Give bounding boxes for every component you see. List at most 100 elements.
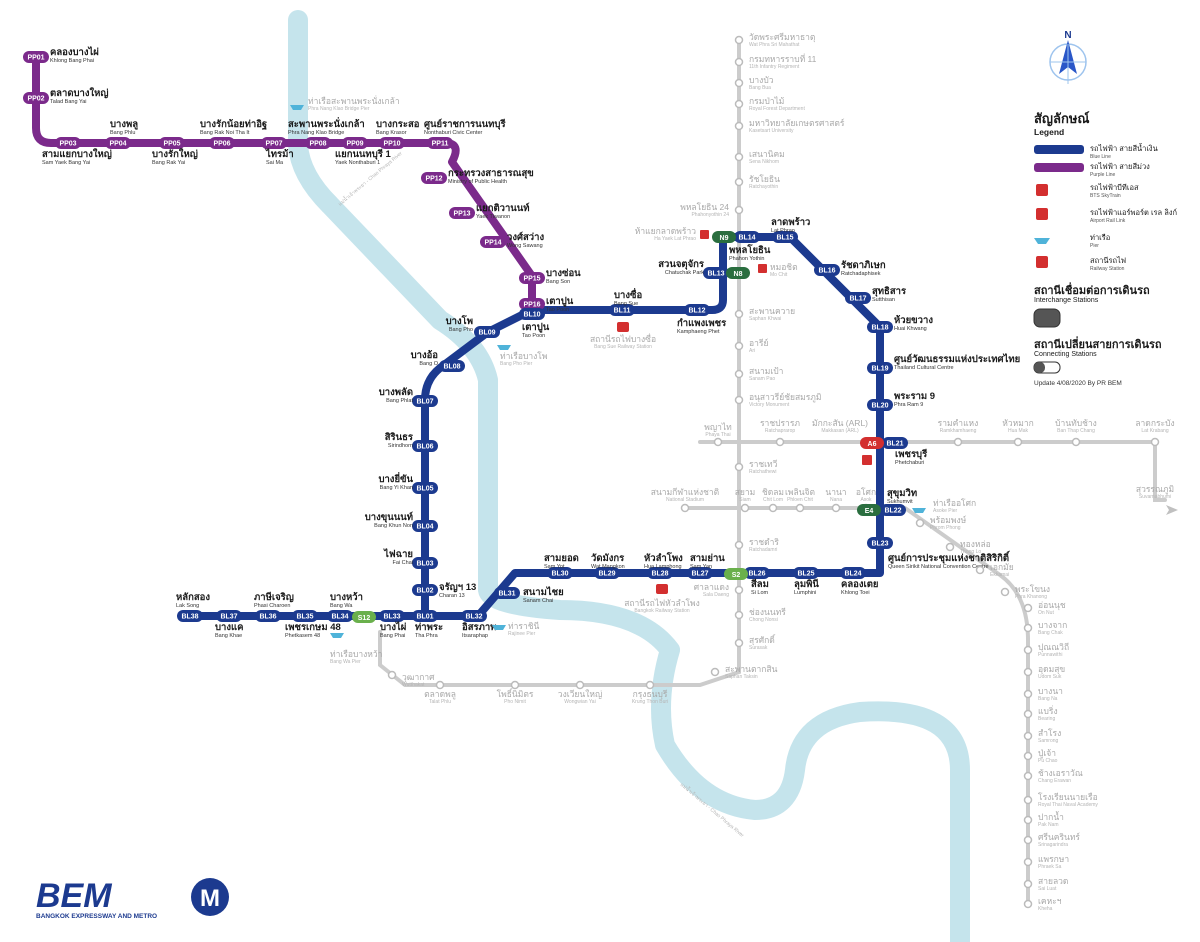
station-marker[interactable] xyxy=(159,137,185,149)
station-marker[interactable] xyxy=(845,292,871,304)
station-marker[interactable] xyxy=(105,137,131,149)
station-dot[interactable] xyxy=(734,205,744,215)
station-marker[interactable] xyxy=(867,537,893,549)
station-dot[interactable] xyxy=(975,565,985,575)
station-dot[interactable] xyxy=(1023,731,1033,741)
station-dot[interactable] xyxy=(1023,689,1033,699)
station-marker[interactable] xyxy=(412,440,438,452)
station-dot[interactable] xyxy=(945,542,955,552)
station-dot[interactable] xyxy=(1023,623,1033,633)
station-marker[interactable] xyxy=(412,610,438,622)
station-marker[interactable] xyxy=(412,482,438,494)
station-dot[interactable] xyxy=(734,638,744,648)
station-marker[interactable] xyxy=(305,137,331,149)
station-dot[interactable] xyxy=(1023,709,1033,719)
station-marker[interactable] xyxy=(609,304,635,316)
station-marker[interactable] xyxy=(412,520,438,532)
bts-sukhumvit-station[interactable]: อารีย์Ari xyxy=(734,338,769,354)
station-marker[interactable] xyxy=(519,298,545,310)
station-marker[interactable] xyxy=(449,207,475,219)
station-dot[interactable] xyxy=(953,437,963,447)
bts-sukhumvit-station[interactable]: ศรีนครินทร์Srinagarindra xyxy=(1023,832,1081,848)
station-marker[interactable] xyxy=(772,231,798,243)
station-marker[interactable] xyxy=(427,137,453,149)
station-dot[interactable] xyxy=(831,503,841,513)
station-marker[interactable] xyxy=(216,610,242,622)
station-marker[interactable] xyxy=(379,610,405,622)
bts-sukhumvit-station[interactable]: พร้อมพงษ์Phrom Phong xyxy=(915,515,967,531)
station-dot[interactable] xyxy=(1023,751,1033,761)
station-dot[interactable] xyxy=(713,437,723,447)
station-marker[interactable] xyxy=(327,610,353,622)
station-dot[interactable] xyxy=(734,177,744,187)
station-dot[interactable] xyxy=(734,78,744,88)
bts-sukhumvit-station[interactable]: อ่อนนุชOn Nut xyxy=(1023,600,1066,616)
station-marker[interactable] xyxy=(412,395,438,407)
station-marker[interactable] xyxy=(412,584,438,596)
station-marker[interactable] xyxy=(647,567,673,579)
blue-station-bl23[interactable]: BL23ศูนย์การประชุมแห่งชาติสิริกิติ์Queen… xyxy=(867,537,1011,570)
station-dot[interactable] xyxy=(710,667,720,677)
station-dot[interactable] xyxy=(1150,437,1160,447)
station-dot[interactable] xyxy=(1023,771,1033,781)
station-dot[interactable] xyxy=(734,152,744,162)
station-dot[interactable] xyxy=(1023,835,1033,845)
station-marker[interactable] xyxy=(793,567,819,579)
station-marker[interactable] xyxy=(23,51,49,63)
bts-silom-station[interactable]: วงเวียนใหญ่Wongwian Yai xyxy=(558,680,602,706)
station-dot[interactable] xyxy=(1023,899,1033,909)
station-dot[interactable] xyxy=(734,99,744,109)
station-marker[interactable] xyxy=(734,231,760,243)
station-marker[interactable] xyxy=(412,557,438,569)
station-dot[interactable] xyxy=(795,503,805,513)
station-dot[interactable] xyxy=(435,680,445,690)
